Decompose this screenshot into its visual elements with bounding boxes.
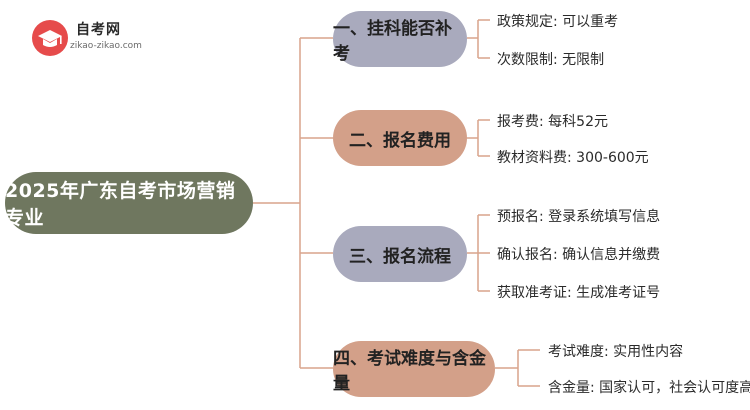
logo-title: 自考网 bbox=[76, 22, 121, 38]
root-node: 2025年广东自考市场营销专业 bbox=[5, 172, 253, 234]
leaf-exam-fee: 报考费: 每科52元 bbox=[497, 114, 608, 130]
leaf-value: 含金量: 国家认可，社会认可度高 bbox=[548, 380, 750, 396]
leaf-confirm: 确认报名: 确认信息并缴费 bbox=[497, 247, 661, 263]
leaf-policy: 政策规定: 可以重考 bbox=[497, 14, 619, 30]
branch-node-difficulty: 四、考试难度与含金量 bbox=[333, 341, 495, 397]
leaf-limit: 次数限制: 无限制 bbox=[497, 52, 605, 68]
leaf-difficulty: 考试难度: 实用性内容 bbox=[548, 344, 684, 360]
branch-node-process: 三、报名流程 bbox=[333, 226, 467, 282]
leaf-pre-register: 预报名: 登录系统填写信息 bbox=[497, 209, 661, 225]
leaf-admission: 获取准考证: 生成准考证号 bbox=[497, 285, 661, 301]
branch-node-fees: 二、报名费用 bbox=[333, 110, 467, 166]
logo-url: zikao-zikao.com bbox=[70, 41, 142, 51]
graduation-cap-icon bbox=[32, 20, 68, 56]
leaf-material-fee: 教材资料费: 300-600元 bbox=[497, 150, 649, 166]
site-logo[interactable]: 自考网 zikao-zikao.com bbox=[30, 16, 170, 62]
branch-node-retake: 一、挂科能否补考 bbox=[333, 11, 467, 67]
